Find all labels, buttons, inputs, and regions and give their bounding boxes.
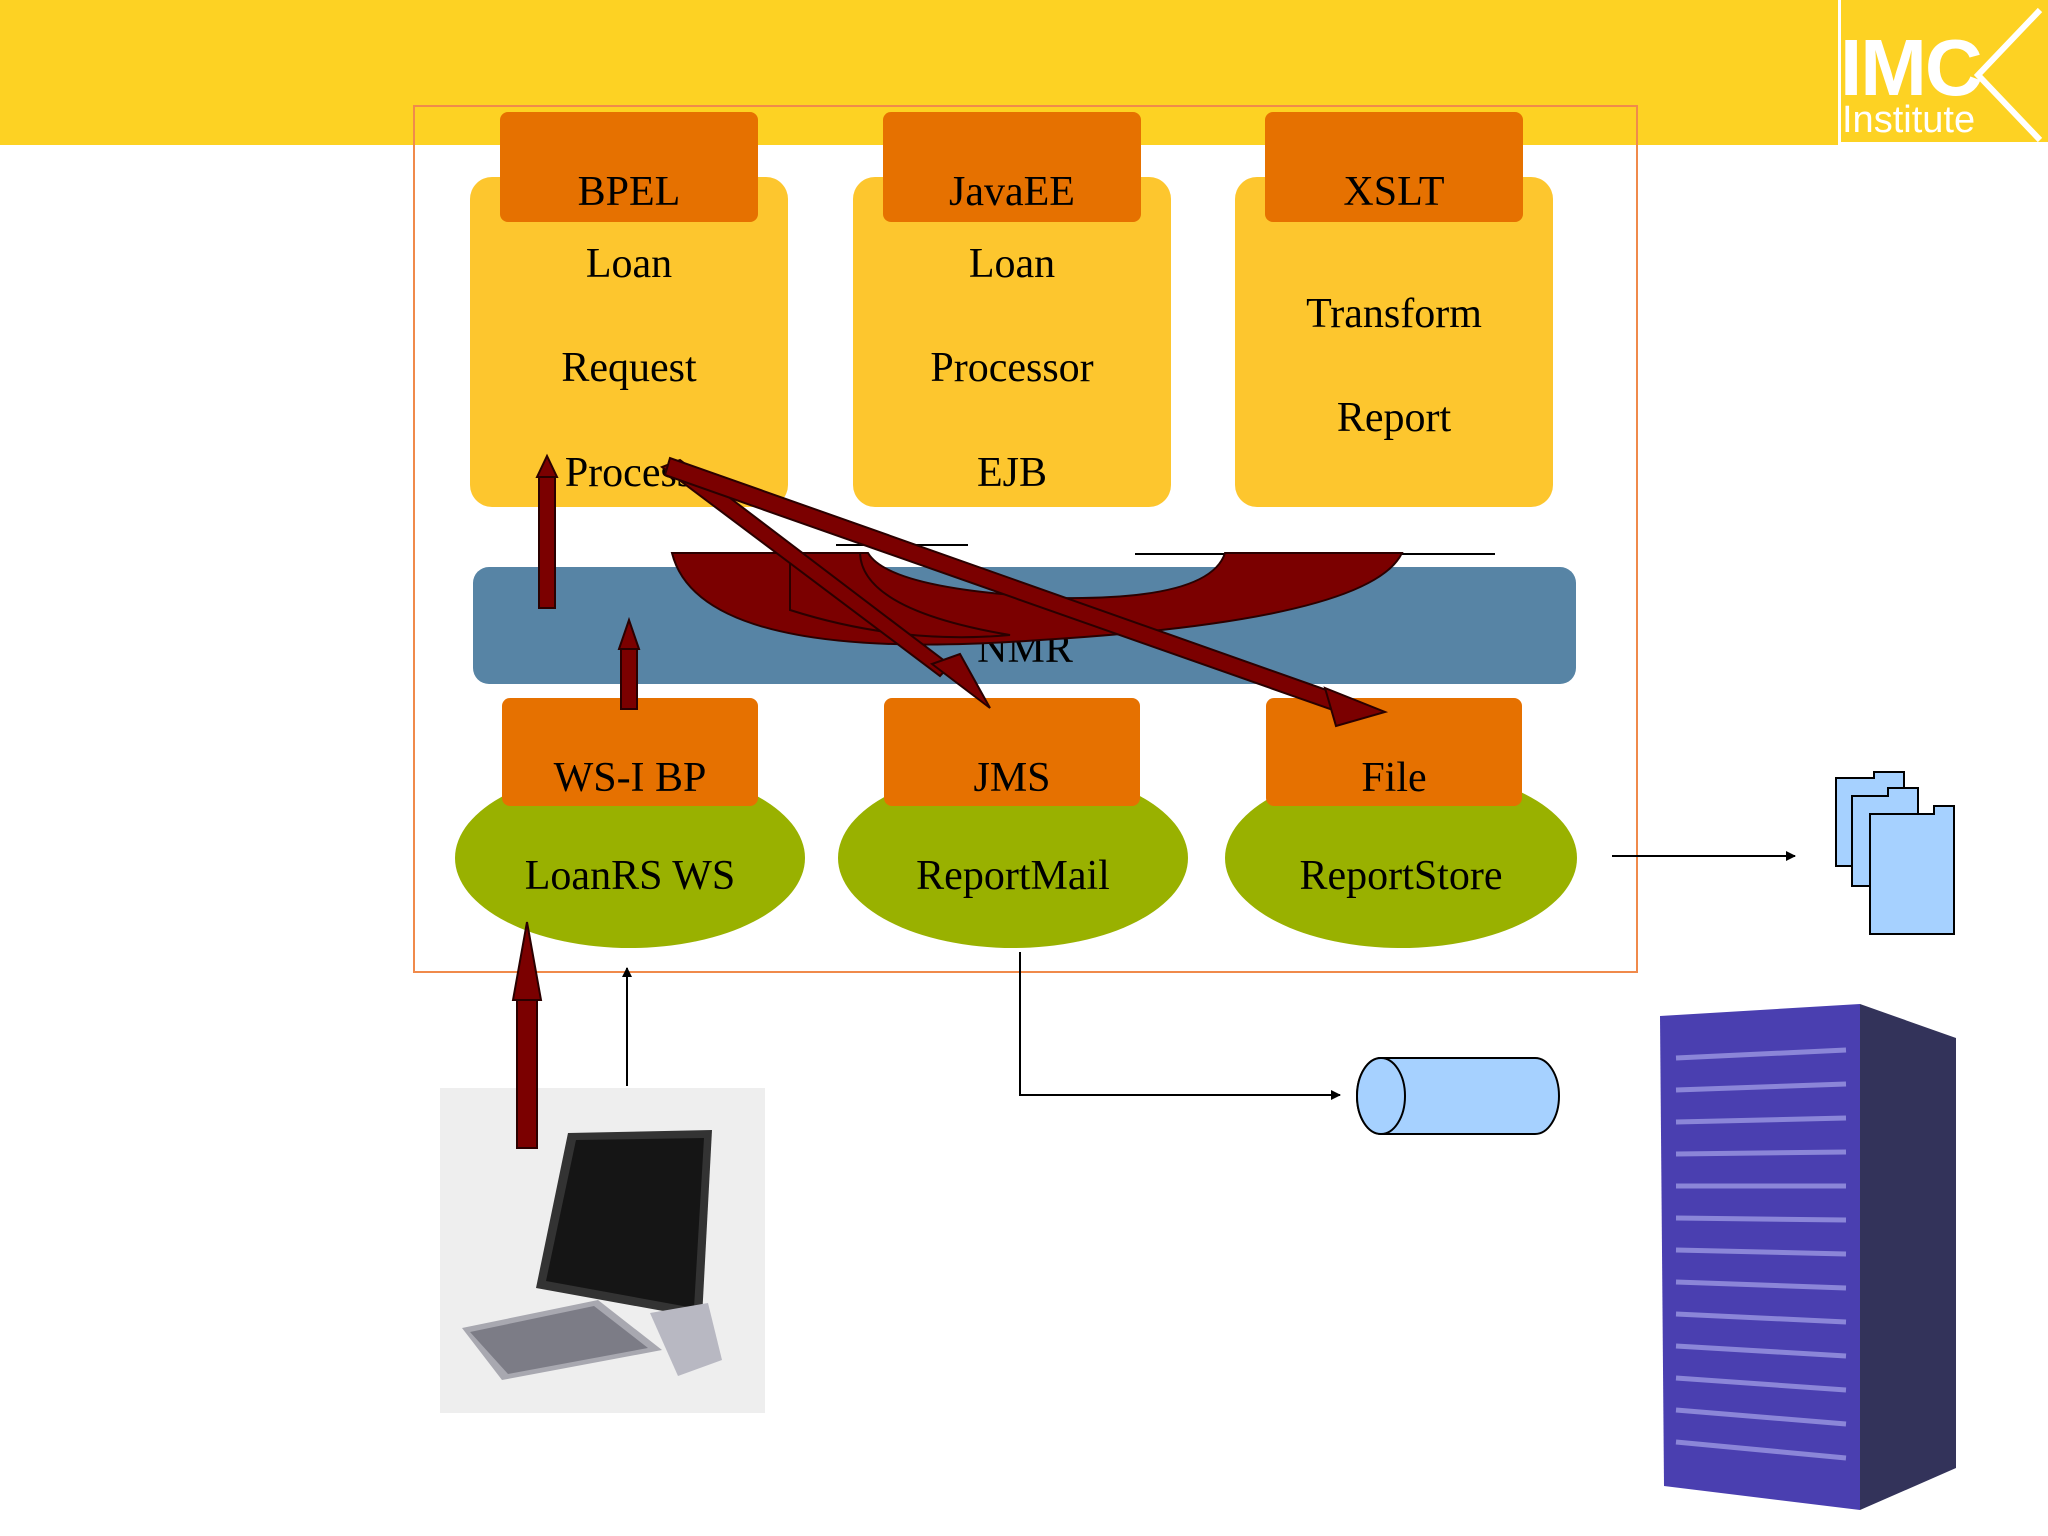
bpel-line-1: Loan xyxy=(585,241,673,287)
tab-javaee: JavaEE xyxy=(883,112,1141,222)
reportmail-label: ReportMail xyxy=(916,853,1110,899)
reportstore-label: ReportStore xyxy=(1299,853,1503,899)
component-bpel xyxy=(470,177,788,507)
documents-icon xyxy=(1835,771,1955,935)
jms-connector-vertical xyxy=(1019,952,1021,1096)
logo-brand: IMC xyxy=(1840,23,1983,112)
tab-bpel: BPEL xyxy=(500,112,758,222)
javaee-line-3: EJB xyxy=(976,450,1047,496)
server-tower-icon xyxy=(1660,1004,1956,1510)
tab-xslt: XSLT xyxy=(1265,112,1523,222)
javaee-line-1: Loan xyxy=(968,241,1056,287)
xslt-line-1: Transform xyxy=(1306,291,1482,337)
logo-subtitle: Institute xyxy=(1842,99,1976,141)
tab-wsibp: WS-I BP xyxy=(502,698,758,806)
javaee-line-2: Processor xyxy=(930,345,1094,391)
logo-chevron-icon xyxy=(1973,7,2043,143)
jbi-container-frame xyxy=(413,105,1638,973)
component-javaee xyxy=(853,177,1171,507)
tab-file: File xyxy=(1266,698,1522,806)
component-xslt xyxy=(1235,177,1553,507)
xslt-line-2: Report xyxy=(1336,395,1452,441)
tab-jms: JMS xyxy=(884,698,1140,806)
bpel-line-2: Request xyxy=(561,345,697,391)
loanrs-label: LoanRS WS xyxy=(524,853,736,899)
queue-cylinder-icon xyxy=(1356,1057,1560,1135)
logo-area xyxy=(1820,0,2048,145)
desktop-computer-icon xyxy=(440,1088,765,1413)
logo-frame xyxy=(1838,0,2048,145)
